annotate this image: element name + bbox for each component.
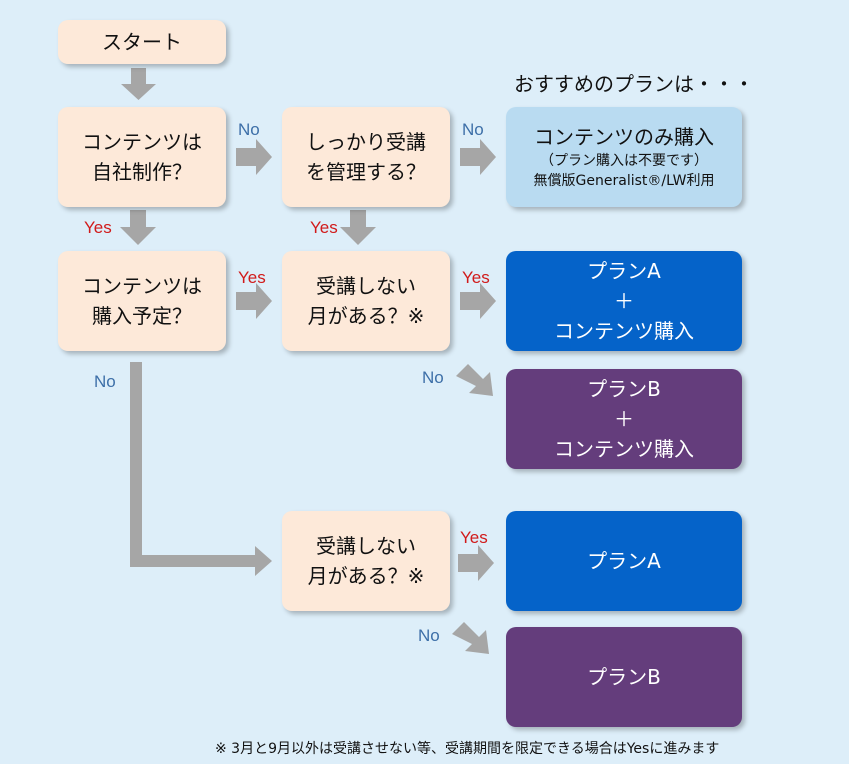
arrow-q4-to-plan-a-contents bbox=[460, 283, 496, 319]
result-plan-b: プランB bbox=[506, 627, 742, 727]
label-yes-q3: Yes bbox=[238, 268, 266, 287]
recommendation-header: おすすめのプランは・・・ bbox=[514, 72, 754, 96]
question-line-1: しっかり受講 bbox=[306, 130, 426, 154]
question-line-2: を管理する？ bbox=[306, 160, 426, 184]
result-line-3: コンテンツ購入 bbox=[554, 319, 694, 343]
arrow-q4-to-plan-b-contents bbox=[456, 364, 493, 396]
arrow-q1-to-q2 bbox=[236, 139, 272, 175]
result-line-2: ＋ bbox=[614, 407, 634, 431]
question-non-attendance-month-2: 受講しない 月がある？※ bbox=[282, 511, 450, 611]
result-sub: 無償版Generalist®/LW利用 bbox=[533, 173, 715, 189]
result-title: コンテンツのみ購入 bbox=[534, 125, 714, 149]
question-contents-inhouse: コンテンツは 自社制作？ bbox=[58, 107, 226, 207]
question-line-2: 月がある？※ bbox=[307, 564, 425, 588]
question-manage-attendance: しっかり受講 を管理する？ bbox=[282, 107, 450, 207]
result-line-1: プランB bbox=[587, 665, 661, 689]
label-no-q1: No bbox=[238, 120, 260, 139]
arrow-q1-to-q3 bbox=[120, 210, 156, 245]
result-plan-a: プランA bbox=[506, 511, 742, 611]
arrow-q3-to-q5 bbox=[130, 362, 272, 576]
label-yes-q1: Yes bbox=[84, 218, 112, 237]
question-line-1: コンテンツは bbox=[82, 274, 202, 298]
question-line-1: コンテンツは bbox=[82, 130, 202, 154]
label-yes-q4: Yes bbox=[462, 268, 490, 287]
arrow-q5-to-plan-b bbox=[452, 622, 489, 654]
arrow-q2-to-q4 bbox=[340, 210, 376, 245]
question-line-2: 購入予定？ bbox=[92, 304, 192, 328]
question-line-2: 月がある？※ bbox=[307, 304, 425, 328]
question-purchase-planned: コンテンツは 購入予定？ bbox=[58, 251, 226, 351]
label-no-q5: No bbox=[418, 626, 440, 645]
result-plan-b-with-contents: プランB ＋ コンテンツ購入 bbox=[506, 369, 742, 469]
question-non-attendance-month: 受講しない 月がある？※ bbox=[282, 251, 450, 351]
result-line-2: ＋ bbox=[614, 289, 634, 313]
arrow-start-to-q1 bbox=[121, 68, 156, 100]
arrow-q5-to-plan-a bbox=[458, 545, 494, 581]
start-label: スタート bbox=[102, 30, 182, 54]
label-yes-q5: Yes bbox=[460, 528, 488, 547]
label-yes-q2: Yes bbox=[310, 218, 338, 237]
arrow-q3-to-q4 bbox=[236, 283, 272, 319]
label-no-q2: No bbox=[462, 120, 484, 139]
question-line-2: 自社制作？ bbox=[92, 160, 192, 184]
arrow-q2-to-contents-only bbox=[460, 139, 496, 175]
result-line-1: プランB bbox=[587, 377, 661, 401]
result-note: （プラン購入は不要です） bbox=[540, 153, 708, 169]
label-no-q4: No bbox=[422, 368, 444, 387]
question-line-1: 受講しない bbox=[316, 274, 416, 298]
result-plan-a-with-contents: プランA ＋ コンテンツ購入 bbox=[506, 251, 742, 351]
result-line-3: コンテンツ購入 bbox=[554, 437, 694, 461]
question-line-1: 受講しない bbox=[316, 534, 416, 558]
result-line-1: プランA bbox=[587, 259, 661, 283]
start-box: スタート bbox=[58, 20, 226, 64]
label-no-q3: No bbox=[94, 372, 116, 391]
result-contents-only: コンテンツのみ購入 （プラン購入は不要です） 無償版Generalist®/LW… bbox=[506, 107, 742, 207]
result-line-1: プランA bbox=[587, 549, 661, 573]
footnote: ※ 3月と9月以外は受講させない等、受講期間を限定できる場合はYesに進みます bbox=[215, 741, 720, 757]
